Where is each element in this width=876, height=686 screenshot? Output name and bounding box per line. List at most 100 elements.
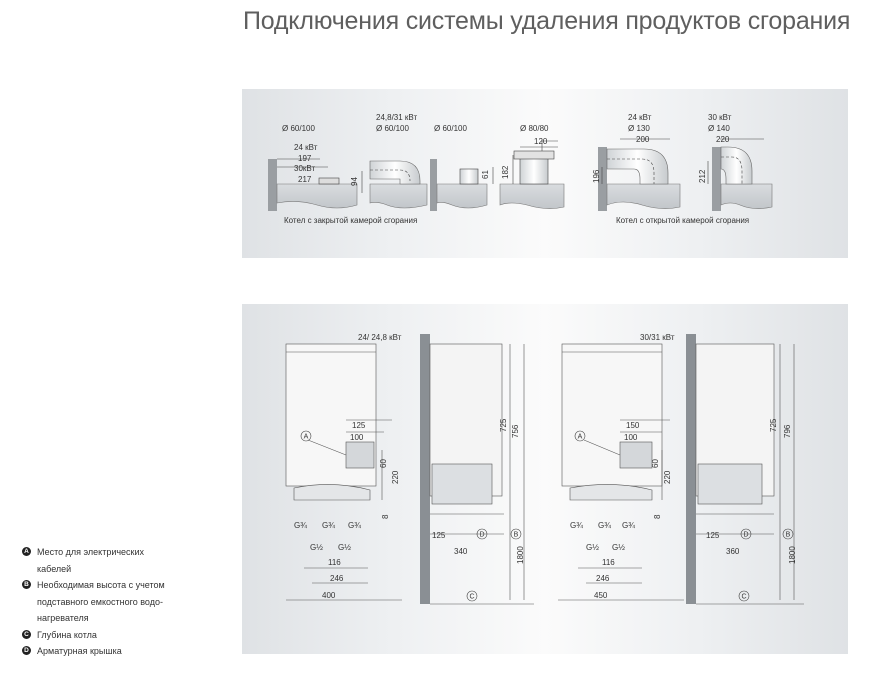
- d1-dim-b: 217: [298, 175, 312, 184]
- d1-power-a: 24 кВт: [294, 143, 318, 152]
- legend-marker: D: [22, 646, 31, 655]
- wall-left: [420, 334, 430, 604]
- d3-height: 61: [481, 170, 490, 179]
- d5-height: 196: [592, 169, 601, 183]
- boiler-side-right: [697, 463, 763, 505]
- legend-marker: A: [22, 547, 31, 556]
- cable-area-right: [619, 441, 653, 469]
- marker-d-left: D: [479, 532, 484, 539]
- right-pipe-c: G¾: [622, 521, 635, 530]
- flue-stub: [459, 168, 479, 185]
- left-dim-8: 8: [381, 514, 390, 519]
- d5-diameter: Ø 130: [628, 124, 650, 133]
- right-dim-116: 116: [602, 558, 615, 567]
- flue-collar: [318, 177, 340, 185]
- legend: A Место для электрических кабелей B Необ…: [22, 544, 222, 660]
- boiler-top: [499, 183, 565, 209]
- d4-height: 182: [501, 165, 510, 179]
- dimension-drawing: 24/ 24,8 кВт 125 100 60 220 8 725 756 18…: [285, 333, 804, 605]
- d6-width: 220: [716, 135, 730, 144]
- right-pipe-a: G¾: [570, 521, 583, 530]
- wall: [430, 159, 437, 211]
- legend-text: Место для электрических кабелей: [37, 547, 145, 574]
- left-pipe-b: G¾: [322, 521, 335, 530]
- d4-width: 120: [534, 137, 548, 146]
- left-dim-400: 400: [322, 591, 336, 600]
- left-dim-756: 756: [511, 424, 520, 438]
- marker-c-right: C: [741, 594, 746, 601]
- flue-connections-drawing: Ø 60/100 24 кВт 197 30кВт 217 24,8/31 кВ…: [268, 113, 773, 225]
- boiler-top: [436, 183, 488, 209]
- left-dim-side-125: 125: [432, 531, 446, 540]
- flue-elbow: [369, 160, 421, 185]
- boiler-side-left: [431, 463, 493, 505]
- left-dim-125: 125: [352, 421, 366, 430]
- legend-text: Необходимая высота с учетом подставного …: [37, 580, 165, 623]
- boiler-top: [720, 183, 773, 209]
- left-dim-100: 100: [350, 433, 364, 442]
- right-pipe-b: G¾: [598, 521, 611, 530]
- legend-text: Глубина котла: [37, 629, 97, 640]
- d6-height: 212: [698, 169, 707, 183]
- legend-text: Арматурная крышка: [37, 646, 122, 656]
- twin-pipe-body: [519, 154, 549, 185]
- d5-power: 24 кВт: [628, 113, 652, 122]
- legend-marker: B: [22, 580, 31, 589]
- right-dim-8: 8: [653, 514, 662, 519]
- left-pipe-d: G½: [310, 543, 323, 552]
- left-dim-340: 340: [454, 547, 468, 556]
- left-dim-60: 60: [379, 459, 388, 468]
- legend-item: D Арматурная крышка: [22, 643, 222, 660]
- right-pipe-e: G½: [612, 543, 625, 552]
- wall-right: [686, 334, 696, 604]
- left-pipe-c: G¾: [348, 521, 361, 530]
- right-dim-450: 450: [594, 591, 608, 600]
- legend-item: A Место для электрических кабелей: [22, 544, 222, 577]
- left-pipe-a: G¾: [294, 521, 307, 530]
- closed-chamber-caption: Котел с закрытой камерой сгорания: [284, 216, 417, 225]
- marker-a-right: A: [578, 434, 583, 441]
- d2-height: 94: [350, 177, 359, 186]
- d5-width: 200: [636, 135, 650, 144]
- right-dim-360: 360: [726, 547, 740, 556]
- flue-elbow: [606, 148, 669, 185]
- wall: [712, 147, 721, 211]
- right-dim-246: 246: [596, 574, 610, 583]
- page-title: Подключения системы удаления продуктов с…: [243, 7, 851, 35]
- left-pipe-e: G½: [338, 543, 351, 552]
- d1-diameter: Ø 60/100: [282, 124, 315, 133]
- right-dim-60: 60: [651, 459, 660, 468]
- wall: [598, 147, 607, 211]
- d2-power: 24,8/31 кВт: [376, 113, 417, 122]
- d1-power-b: 30кВт: [294, 164, 315, 173]
- legend-item: C Глубина котла: [22, 627, 222, 644]
- marker-b-right: B: [786, 532, 791, 539]
- left-power: 24/ 24,8 кВт: [358, 333, 402, 342]
- legend-item: B Необходимая высота с учетом подставног…: [22, 577, 222, 627]
- right-dim-150: 150: [626, 421, 640, 430]
- right-dim-1800: 1800: [788, 546, 797, 564]
- boiler-top: [606, 183, 681, 209]
- right-pipe-d: G½: [586, 543, 599, 552]
- d6-power: 30 кВт: [708, 113, 732, 122]
- wall: [268, 159, 277, 211]
- flue-elbow: [720, 146, 753, 185]
- marker-c-left: C: [469, 594, 474, 601]
- right-dim-796: 796: [783, 424, 792, 438]
- boiler-top: [276, 183, 358, 209]
- d6-diameter: Ø 140: [708, 124, 730, 133]
- left-dim-246: 246: [330, 574, 344, 583]
- right-dim-100: 100: [624, 433, 638, 442]
- d3-diameter: Ø 60/100: [434, 124, 467, 133]
- boiler-top: [369, 183, 428, 209]
- marker-b-left: B: [514, 532, 519, 539]
- dimension-drawings: 24/ 24,8 кВт 125 100 60 220 8 725 756 18…: [242, 304, 848, 654]
- legend-marker: C: [22, 629, 31, 639]
- marker-a-left: A: [304, 434, 309, 441]
- right-power: 30/31 кВт: [640, 333, 675, 342]
- left-dim-116: 116: [328, 558, 341, 567]
- marker-d-right: D: [743, 532, 748, 539]
- left-dim-220: 220: [391, 470, 400, 484]
- right-dim-220: 220: [663, 470, 672, 484]
- d2-diameter: Ø 60/100: [376, 124, 409, 133]
